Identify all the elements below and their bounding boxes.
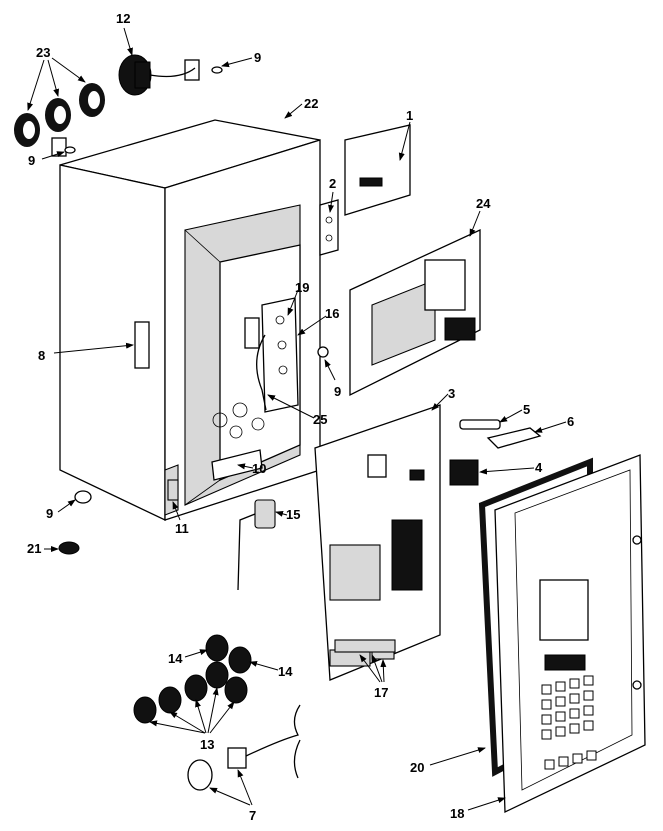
callout-11: 11 [175,521,189,536]
warning-label-part-10 [211,449,263,481]
callout-3: 3 [448,386,455,401]
callout-labels: 12 9 23 22 1 9 2 24 19 16 8 9 3 5 6 25 1… [27,11,574,823]
callout-5: 5 [523,402,530,417]
back-plate-part-1 [344,124,411,216]
callout-9: 9 [46,506,53,521]
keypad [541,675,597,770]
callout-17: 17 [374,685,388,700]
terminal-blocks-part-17 [334,639,396,653]
hinge-part-8 [134,321,150,369]
callout-9: 9 [254,50,261,65]
callout-25: 25 [313,412,327,427]
fuse-part-5 [459,419,501,430]
circuit-board-part-3 [314,404,441,681]
cable-glands-part-13-14 [133,634,252,724]
callout-23: 23 [36,45,50,60]
enclosure-part-22 [59,119,321,522]
callout-9: 9 [334,384,341,399]
plug-part-21 [58,541,80,555]
callout-14: 14 [278,664,293,679]
callout-12: 12 [116,11,130,26]
terminal-block-part-19 [244,297,299,413]
callout-2: 2 [329,176,336,191]
callout-9: 9 [28,153,35,168]
callout-21: 21 [27,541,41,556]
switch-part-11 [167,479,179,501]
relay-part-4 [449,459,479,486]
callout-10: 10 [252,461,266,476]
callout-24: 24 [476,196,491,211]
bracket-part-2 [319,199,339,256]
gaskets-part-23 [14,83,105,147]
connector-part-7 [187,704,301,791]
callout-20: 20 [410,760,424,775]
cable-gland-part-12 [118,54,196,96]
callout-6: 6 [567,414,574,429]
callout-15: 15 [286,507,300,522]
callout-7: 7 [249,808,256,823]
transformer-panel-part-24 [349,228,481,397]
fuse-holder-part-6 [486,427,542,449]
connector-part-15 [237,499,276,591]
callout-13: 13 [200,737,214,752]
callout-4: 4 [535,460,543,475]
door-part-18 [494,454,646,814]
callout-18: 18 [450,806,464,821]
callout-14: 14 [168,651,183,666]
callout-1: 1 [406,108,413,123]
callout-8: 8 [38,348,45,363]
leader-lines [27,27,567,811]
callout-19: 19 [295,280,309,295]
callout-16: 16 [325,306,339,321]
callout-22: 22 [304,96,318,111]
